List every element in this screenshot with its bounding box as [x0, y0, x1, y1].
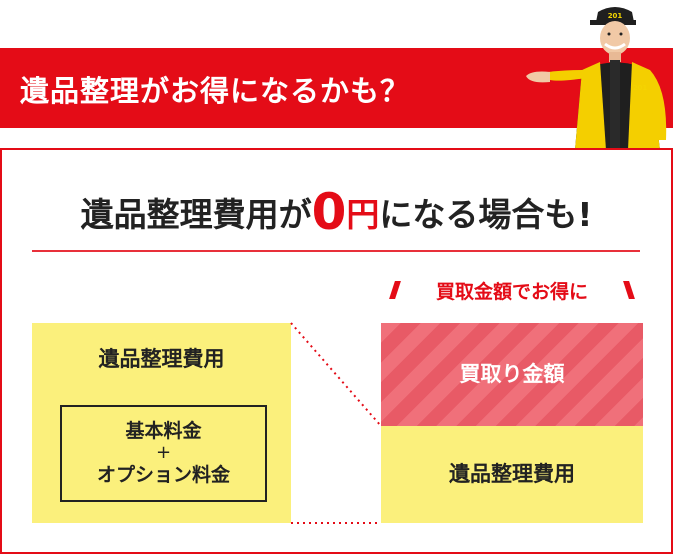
remaining-cost-box: 遺品整理費用	[381, 426, 643, 523]
option-fee-label: オプション料金	[96, 464, 230, 486]
cost-box	[32, 323, 291, 523]
promo-banner	[0, 48, 673, 128]
purchase-amount-box	[381, 323, 643, 426]
base-fee-label: 基本料金	[125, 420, 202, 442]
headline-zero: 0	[311, 183, 347, 241]
plus-sign: +	[155, 442, 172, 463]
purchase-benefit-label: 買取金額でお得に	[435, 281, 588, 303]
cost-box-title: 遺品整理費用	[98, 347, 225, 371]
headline: 遺品整理費用が0円になる場合も!	[0, 174, 673, 250]
headline-divider	[32, 250, 640, 252]
cap-label: 201	[608, 12, 623, 20]
headline-yen: 円	[346, 195, 380, 234]
svg-text:201: 201	[633, 84, 648, 92]
staff-illustration: 201 201	[526, 7, 667, 150]
headline-before: 遺品整理費用が	[80, 195, 312, 234]
banner-title: 遺品整理がお得になるかも？	[20, 74, 411, 108]
headline-after: になる場合も!	[379, 195, 593, 234]
fee-breakdown-box: 基本料金 + オプション料金	[60, 405, 267, 502]
purchase-amount-label: 買取り金額	[459, 362, 565, 386]
